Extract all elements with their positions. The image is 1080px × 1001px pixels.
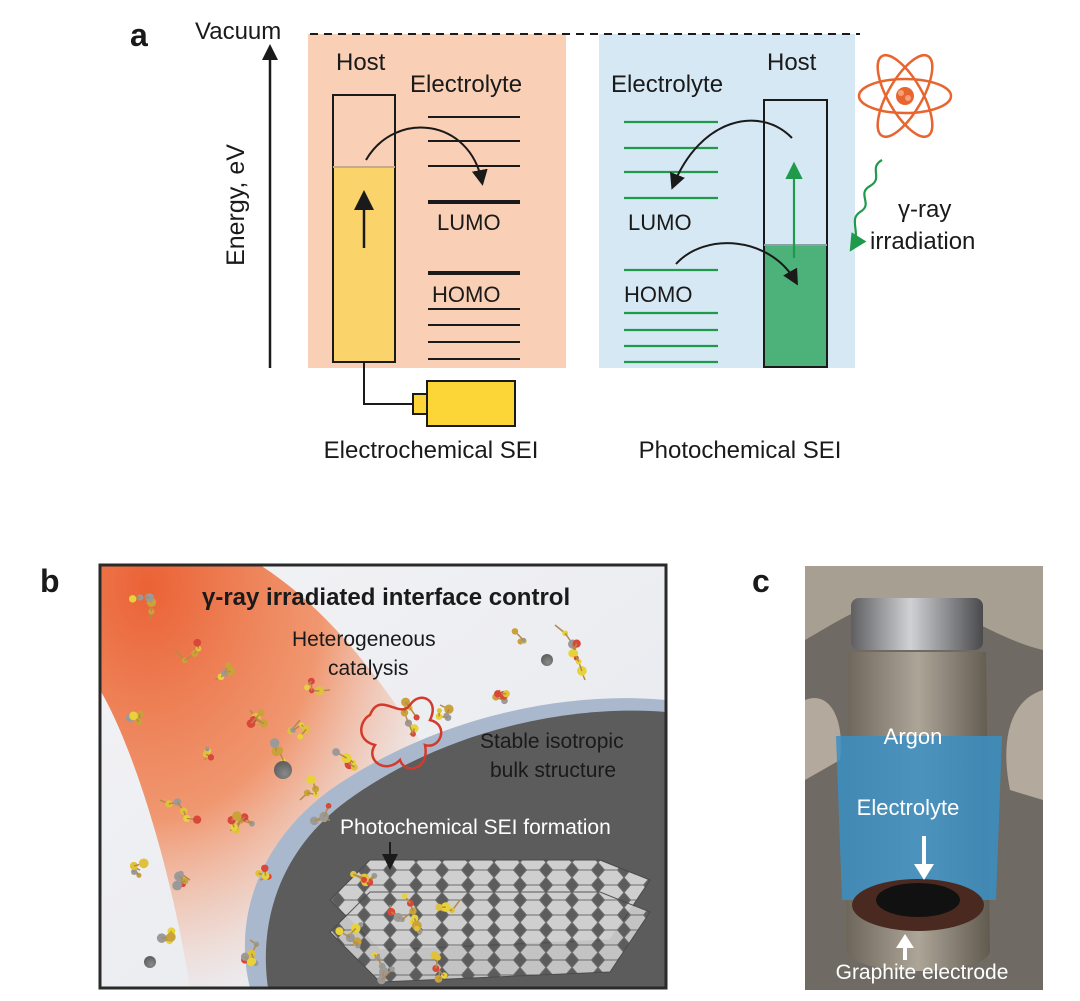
electrolyte-photo-label: Electrolyte (857, 795, 960, 820)
catalysis-squiggle (360, 696, 443, 770)
atom-icon (857, 54, 953, 138)
panel-b-frame (98, 563, 668, 990)
panel-c: c Argon Electrolyte Graphite electrode (752, 563, 1043, 990)
molecule (240, 939, 260, 967)
photo-fingers (805, 566, 1043, 650)
left-host-label: Host (336, 49, 386, 76)
right-hole-transfer-arrow (675, 242, 798, 286)
irradiation-label: irradiation (870, 228, 975, 255)
molecule (350, 870, 378, 887)
bulk-label-1: Stable isotropic (480, 730, 624, 753)
molecule (430, 951, 448, 983)
molecule (214, 662, 236, 681)
molecule (492, 689, 510, 705)
molecule (304, 677, 331, 696)
molecule (571, 649, 587, 681)
right-host-filled-states (764, 245, 827, 367)
right-electron-transfer-arrow (670, 119, 793, 190)
molecule (287, 719, 311, 740)
panel-b-title: γ-ray irradiated interface control (202, 584, 570, 611)
left-electron-transfer-arrow (365, 126, 488, 186)
graphite-pointer-head (896, 934, 914, 948)
right-electrolyte-label: Electrolyte (611, 71, 723, 98)
catalysis-label-1: Heterogeneous (292, 628, 436, 651)
molecule (125, 710, 144, 726)
gamma-ray-arrow (849, 159, 883, 252)
molecule (400, 697, 420, 737)
molecule (227, 811, 255, 834)
vial-cap (851, 598, 983, 650)
molecule (435, 704, 454, 721)
catalysis-label-2: catalysis (328, 657, 409, 680)
energy-axis-label: Energy, eV (222, 144, 250, 266)
molecule (511, 628, 527, 645)
molecule (128, 593, 157, 621)
molecule (202, 746, 215, 761)
right-lumo-label: LUMO (628, 210, 692, 235)
panel-a-label: a (130, 17, 148, 53)
left-homo-label: HOMO (432, 282, 500, 307)
molecule (332, 748, 358, 771)
photochemical-sei-caption: Photochemical SEI (639, 437, 842, 464)
electrochemical-sei-caption: Electrochemical SEI (324, 437, 539, 464)
panel-c-label: c (752, 563, 770, 599)
molecule (129, 858, 149, 878)
metal-atom (274, 761, 292, 779)
panel-b-label: b (40, 563, 60, 599)
right-homo-label: HOMO (624, 282, 692, 307)
blue-tape (836, 736, 1002, 900)
battery-wire (363, 362, 415, 405)
battery-icon (412, 380, 516, 427)
panel-b: b γ-ray irradiated interface control Het… (40, 563, 668, 990)
molecule (409, 914, 423, 936)
left-occupied-levels (428, 308, 520, 360)
right-host-band (763, 99, 828, 368)
graphite-electrode (876, 883, 960, 917)
vacuum-label: Vacuum (195, 18, 281, 45)
bulk-label-2: bulk structure (490, 759, 616, 782)
molecule (172, 870, 191, 891)
graphite-photo-label: Graphite electrode (836, 961, 1009, 984)
argon-label: Argon (884, 724, 943, 749)
right-host-label: Host (767, 49, 817, 76)
left-unoccupied-levels (428, 116, 520, 167)
molecule (156, 927, 176, 945)
electrolyte-pointer-head (914, 864, 934, 880)
molecule (387, 893, 417, 923)
graphene-sheets (329, 859, 651, 983)
molecule (435, 899, 461, 914)
molecule (159, 798, 202, 824)
photo-finger-left (805, 698, 841, 780)
molecule (174, 638, 202, 664)
left-lumo-label: LUMO (437, 210, 501, 235)
molecule (299, 774, 320, 801)
left-electrolyte-label: Electrolyte (410, 71, 522, 98)
molecule (246, 709, 268, 728)
gamma-ray-label: γ-ray (898, 196, 951, 223)
energy-axis-arrowhead (262, 44, 278, 60)
sei-formation-label: Photochemical SEI formation (340, 816, 611, 839)
molecule (255, 864, 272, 881)
panel-a: a Vacuum Energy, eV Host Electrolyte LUM… (130, 17, 975, 464)
right-occupied-levels (624, 311, 718, 364)
molecule (371, 951, 395, 985)
metal-atom (144, 956, 156, 968)
photo-finger-right (1006, 690, 1043, 800)
electrolyte-molecules (125, 593, 587, 985)
metal-atom (541, 654, 553, 666)
molecule (335, 922, 364, 949)
molecule (309, 803, 332, 826)
